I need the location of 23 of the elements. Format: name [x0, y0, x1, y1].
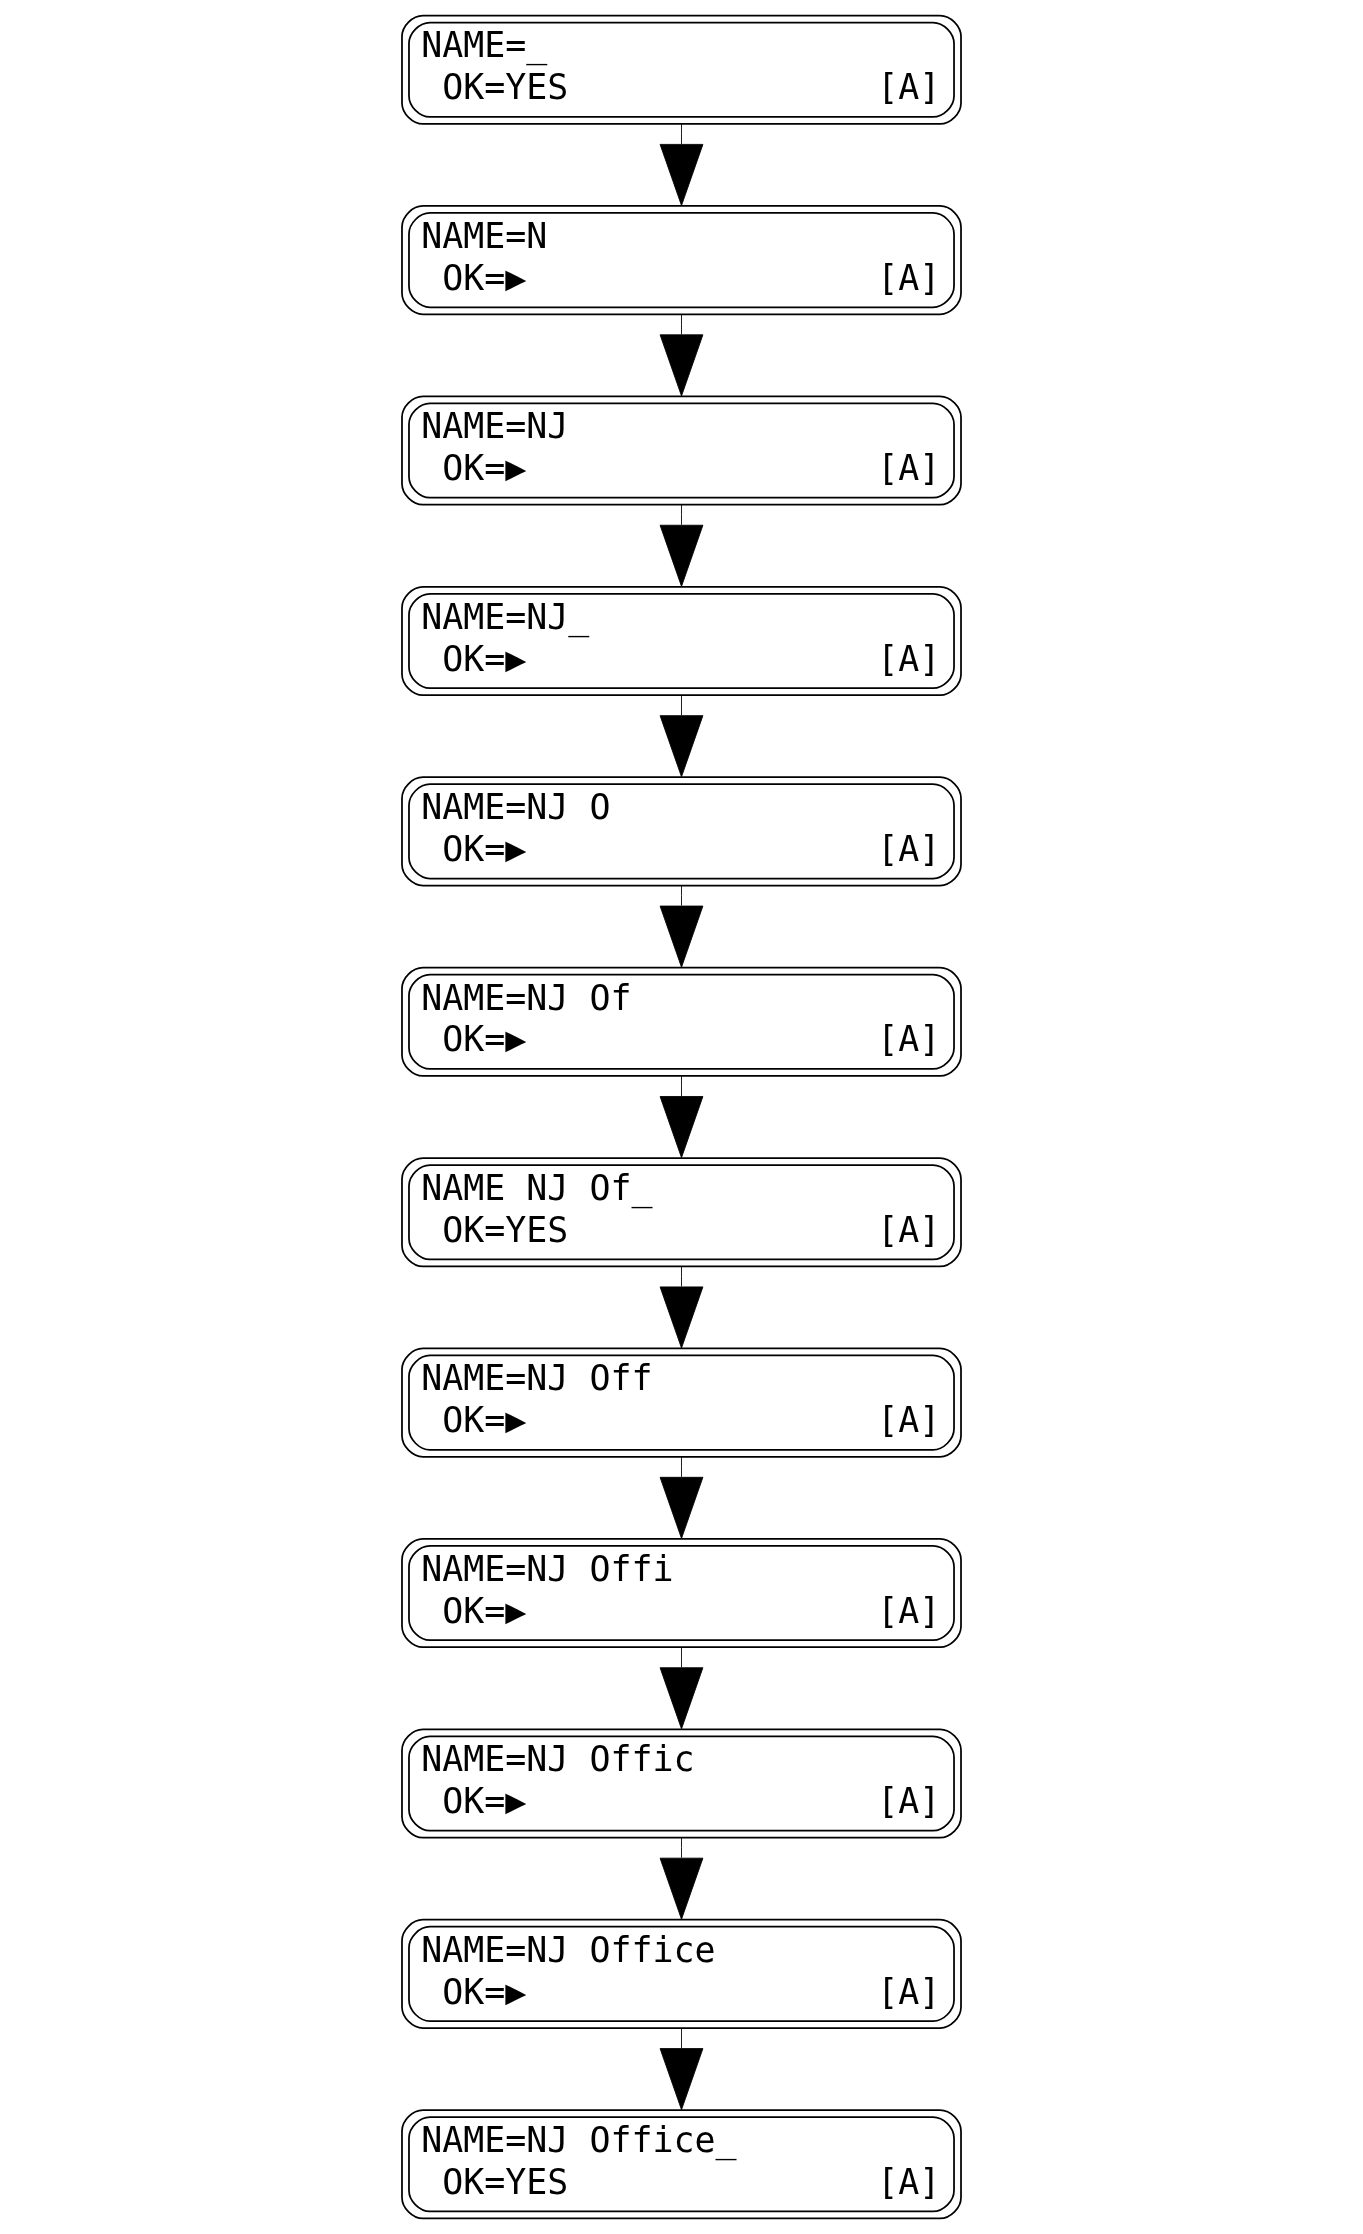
arrow: [659, 314, 704, 397]
node-box: NAME NJ Of_ OK=YES [A]: [401, 1157, 962, 1268]
node-box: NAME=NJ Offi OK=▶ [A]: [401, 1538, 962, 1649]
node-box: NAME=NJ OK=▶ [A]: [401, 395, 962, 506]
node-box: NAME=NJ Office_ OK=YES [A]: [401, 2109, 962, 2220]
arrow: [659, 2027, 704, 2111]
arrow: [659, 885, 704, 968]
node-box: NAME=NJ Off OK=▶ [A]: [401, 1347, 962, 1458]
arrow: [659, 1837, 704, 1920]
node-box: NAME=N OK=▶ [A]: [401, 205, 962, 316]
node-box: NAME=_ OK=YES [A]: [401, 14, 962, 125]
arrow: [659, 1266, 704, 1349]
arrow: [659, 1646, 704, 1730]
node-box: NAME=NJ Offic OK=▶ [A]: [401, 1728, 962, 1839]
node-box: NAME=NJ Office OK=▶ [A]: [401, 1918, 962, 2029]
arrow: [659, 504, 704, 587]
arrow: [659, 1075, 704, 1159]
node-box: NAME=NJ O OK=▶ [A]: [401, 776, 962, 887]
node-box: NAME=NJ_ OK=▶ [A]: [401, 585, 962, 696]
node-box: NAME=NJ Of OK=▶ [A]: [401, 966, 962, 1077]
arrow: [659, 123, 704, 206]
arrow: [659, 1456, 704, 1539]
arrow: [659, 694, 704, 778]
